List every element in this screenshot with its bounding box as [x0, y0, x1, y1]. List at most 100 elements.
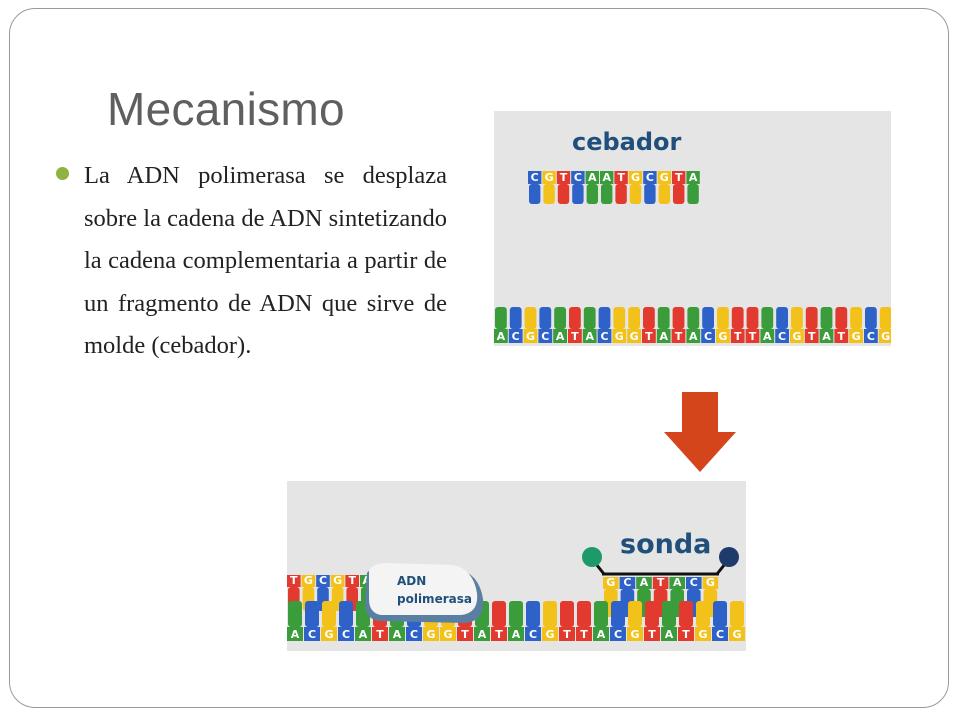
nucleotide: A	[600, 171, 614, 204]
svg-text:T: T	[648, 628, 656, 641]
svg-text:A: A	[359, 628, 368, 641]
nucleotide: G	[716, 307, 730, 343]
svg-text:C: C	[646, 171, 654, 184]
svg-text:T: T	[495, 628, 503, 641]
nucleotide: A	[553, 307, 567, 343]
nucleotide: A	[287, 601, 303, 641]
probe-dot-left-icon	[582, 547, 602, 567]
svg-text:G: G	[631, 171, 640, 184]
svg-text:T: T	[290, 574, 298, 587]
svg-text:G: G	[545, 171, 554, 184]
svg-text:A: A	[556, 330, 565, 343]
nucleotide: T	[730, 307, 745, 343]
nucleotide: A	[661, 601, 677, 641]
nucleotide: G	[627, 307, 641, 343]
svg-text:C: C	[614, 628, 622, 641]
svg-text:T: T	[657, 576, 665, 589]
svg-text:C: C	[541, 330, 549, 343]
polymerase-label-line2: polimerasa	[397, 592, 472, 606]
svg-text:G: G	[333, 574, 342, 587]
svg-text:A: A	[602, 171, 611, 184]
nucleotide: T	[568, 307, 582, 343]
svg-text:T: T	[617, 171, 625, 184]
svg-text:G: G	[660, 171, 669, 184]
svg-text:A: A	[640, 576, 649, 589]
nucleotide: G	[542, 601, 558, 641]
svg-text:C: C	[716, 628, 724, 641]
svg-text:T: T	[348, 574, 356, 587]
svg-text:A: A	[393, 628, 402, 641]
nucleotide: A	[508, 601, 524, 641]
nucleotide: A	[819, 307, 834, 343]
nucleotide: C	[701, 307, 715, 343]
nucleotide: C	[643, 171, 657, 204]
nucleotide: G	[657, 171, 671, 204]
svg-text:T: T	[734, 330, 742, 343]
nucleotide: G	[849, 307, 863, 343]
svg-text:G: G	[545, 628, 554, 641]
nucleotide: T	[556, 171, 571, 204]
svg-text:A: A	[478, 628, 487, 641]
svg-text:C: C	[867, 330, 875, 343]
svg-text:A: A	[291, 628, 300, 641]
svg-text:G: G	[630, 330, 639, 343]
svg-text:T: T	[563, 628, 571, 641]
svg-text:T: T	[560, 171, 568, 184]
polymerase-label-line1: ADN	[397, 574, 426, 588]
nucleotide: T	[644, 601, 660, 641]
nucleotide: T	[614, 171, 628, 204]
nucleotide: T	[576, 601, 592, 641]
svg-text:C: C	[574, 171, 582, 184]
nucleotide: G	[878, 307, 891, 343]
svg-text:C: C	[308, 628, 316, 641]
svg-text:C: C	[778, 330, 786, 343]
nucleotide: C	[775, 307, 789, 343]
svg-text:A: A	[665, 628, 674, 641]
svg-text:T: T	[580, 628, 588, 641]
nucleotide: C	[338, 601, 354, 641]
nucleotide: G	[729, 601, 745, 641]
svg-text:A: A	[673, 576, 682, 589]
nucleotide: T	[559, 601, 575, 641]
svg-text:T: T	[808, 330, 816, 343]
nucleotide: C	[571, 171, 585, 204]
nucleotide: T	[804, 307, 819, 343]
svg-text:C: C	[623, 576, 631, 589]
svg-text:G: G	[881, 330, 890, 343]
primer-label: cebador	[572, 128, 682, 156]
nucleotide: C	[712, 601, 728, 641]
svg-text:G: G	[606, 576, 615, 589]
nucleotide: G	[628, 171, 643, 204]
svg-text:C: C	[529, 628, 537, 641]
nucleotide: T	[745, 307, 760, 343]
nucleotide: G	[790, 307, 804, 343]
svg-text:G: G	[324, 628, 333, 641]
svg-text:C: C	[319, 574, 327, 587]
nucleotide: T	[671, 307, 686, 343]
nucleotide: C	[508, 307, 523, 343]
bullet-dot-icon	[56, 167, 69, 180]
svg-text:C: C	[600, 330, 608, 343]
svg-text:A: A	[659, 330, 668, 343]
svg-text:T: T	[645, 330, 653, 343]
nucleotide: A	[593, 601, 609, 641]
nucleotide: A	[585, 171, 599, 204]
nucleotide: A	[656, 307, 671, 343]
svg-text:T: T	[675, 171, 683, 184]
svg-text:A: A	[512, 628, 521, 641]
nucleotide: A	[760, 307, 775, 343]
nucleotide: G	[523, 307, 538, 343]
nucleotide: T	[672, 171, 686, 204]
nucleotide: G	[321, 601, 337, 641]
svg-text:A: A	[597, 628, 606, 641]
svg-text:C: C	[704, 330, 712, 343]
arrow-down-icon	[664, 392, 736, 472]
nucleotide: T	[678, 601, 694, 641]
nucleotide: C	[525, 601, 541, 641]
probe-label: sonda	[620, 529, 711, 560]
nucleotide: C	[610, 601, 626, 641]
